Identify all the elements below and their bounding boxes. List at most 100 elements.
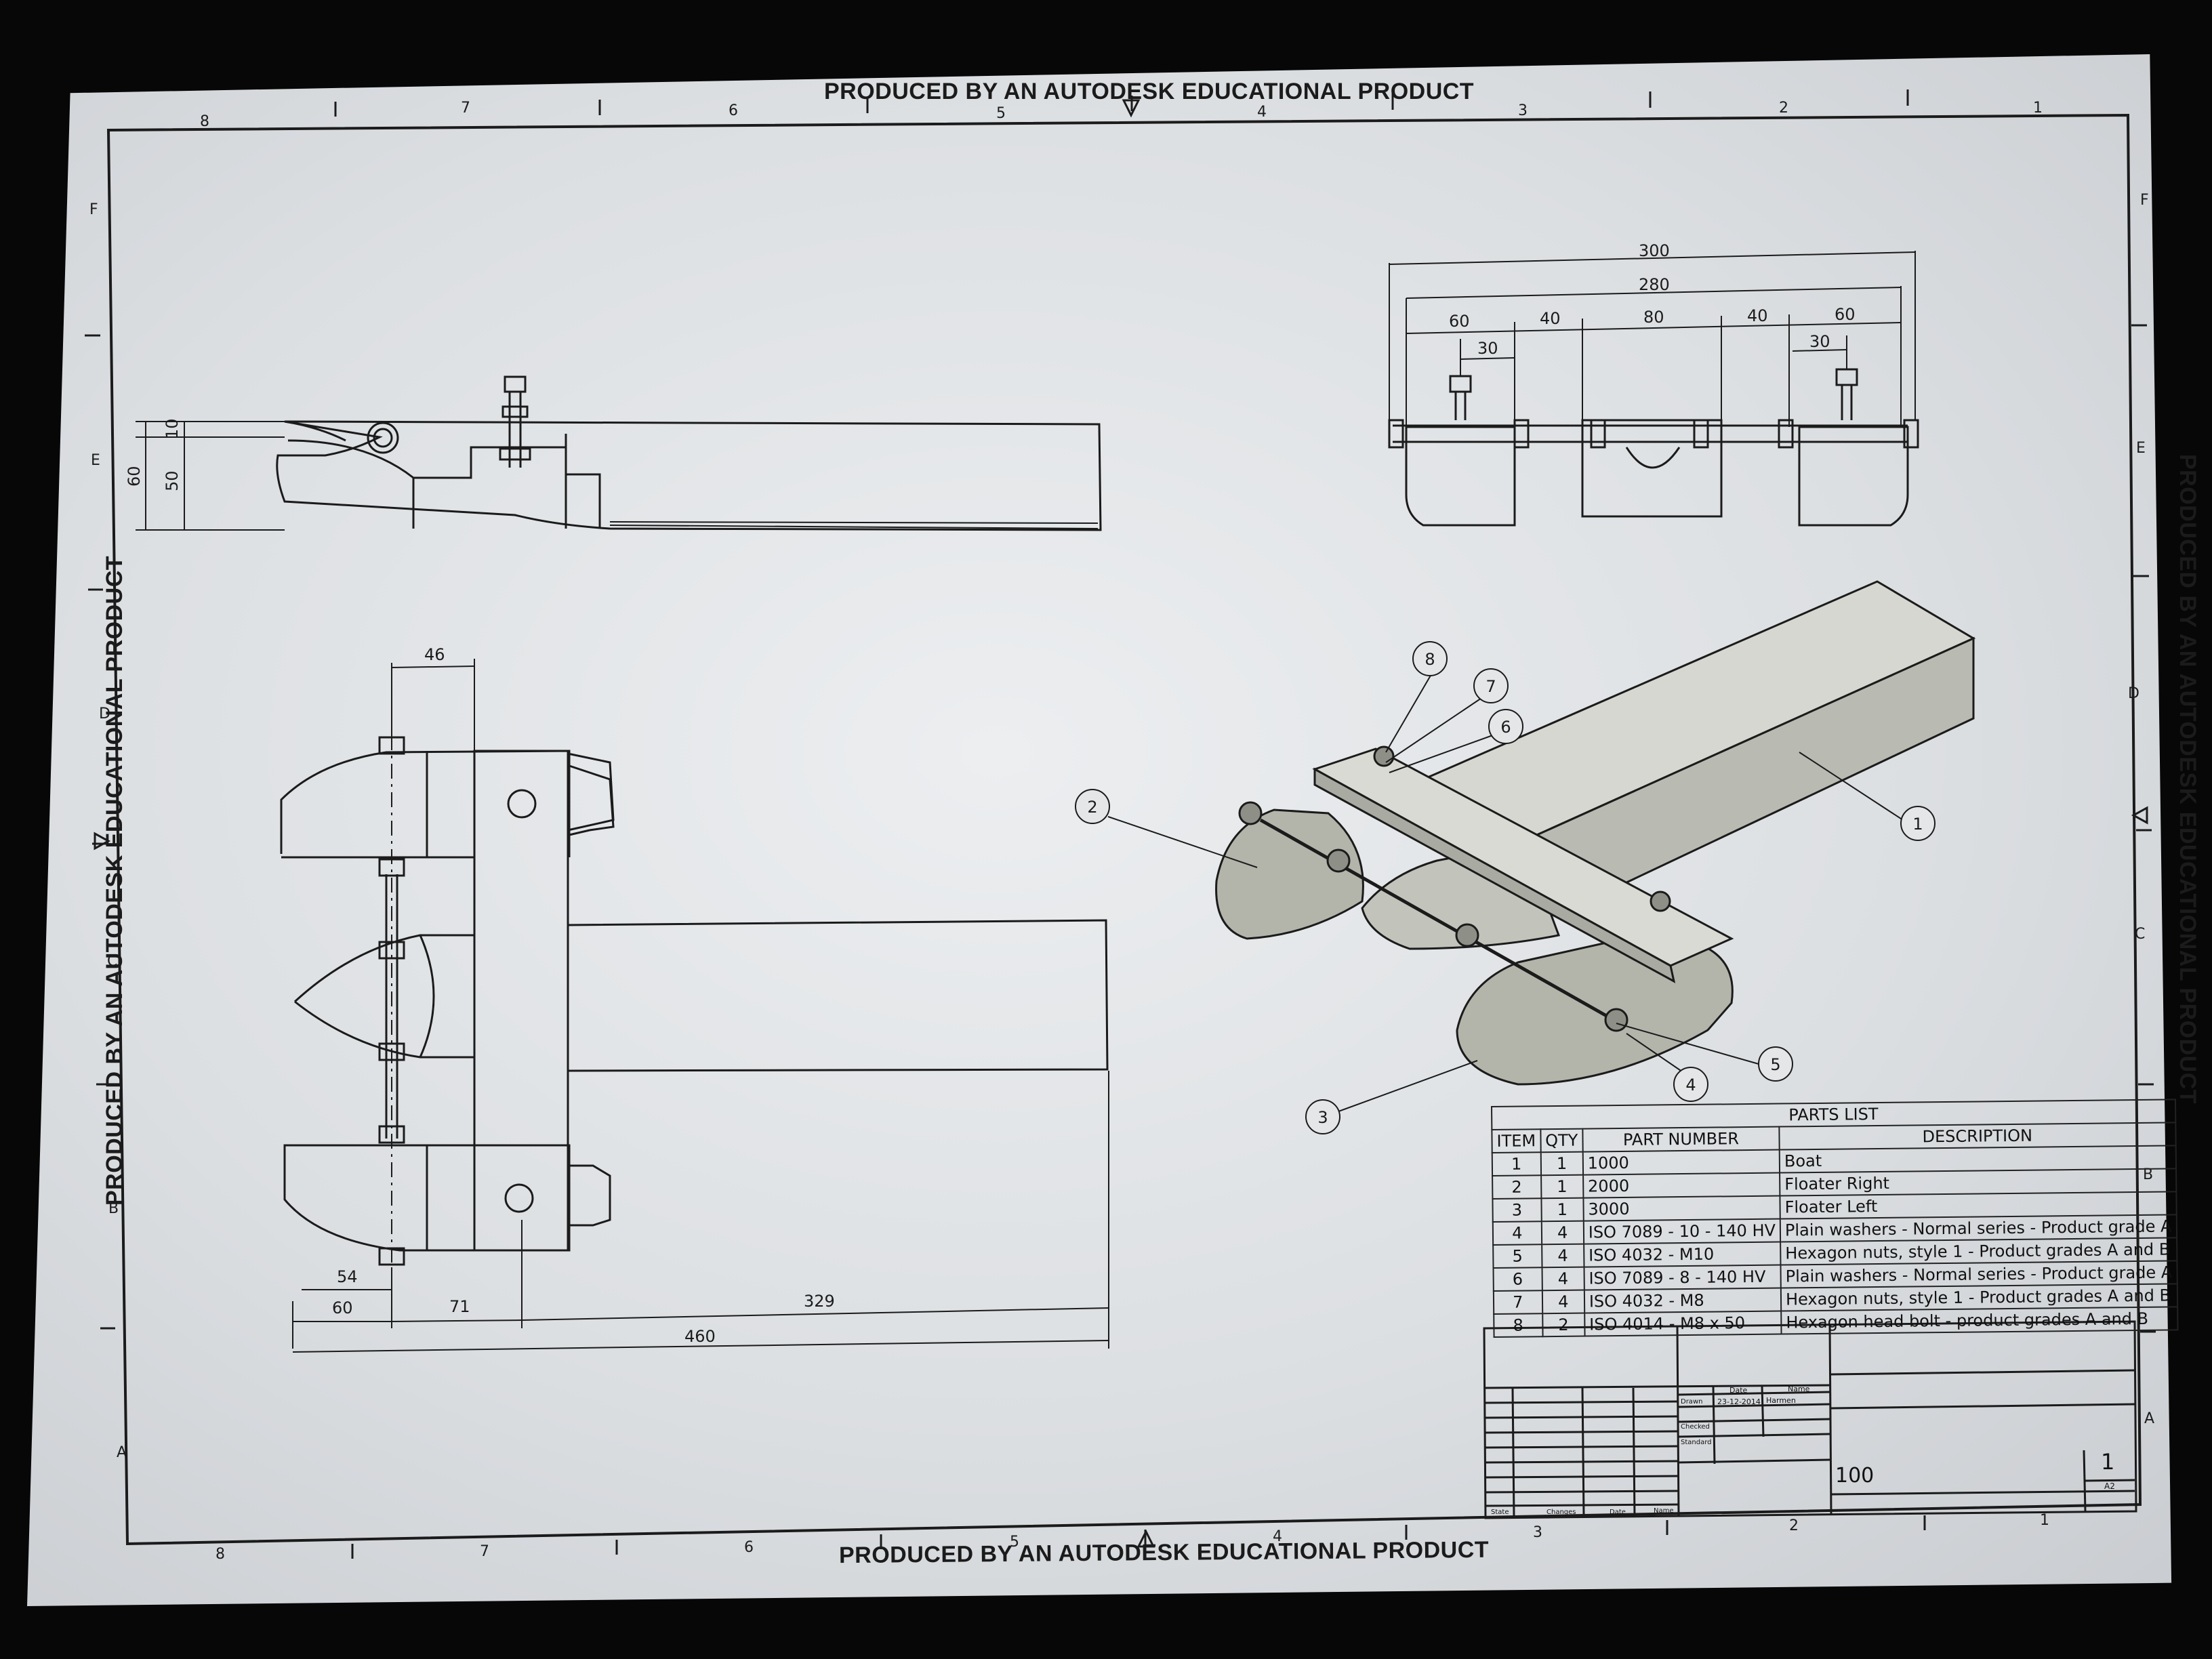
iso-nut xyxy=(1238,801,1263,825)
cell-qty: 1 xyxy=(1540,1151,1583,1176)
title-block-date-label: Date xyxy=(1610,1509,1626,1516)
cell-qty: 4 xyxy=(1541,1221,1584,1245)
pin-circle xyxy=(367,422,399,454)
dim-label: 50 xyxy=(163,470,182,491)
front-rod xyxy=(1393,424,1908,443)
top-view-boat xyxy=(567,919,1109,1072)
zone-row-label: D xyxy=(2128,685,2139,702)
header-part-number: PART NUMBER xyxy=(1582,1126,1780,1152)
pin-circle-inner xyxy=(373,428,393,448)
zone-col-label: 5 xyxy=(996,105,1006,122)
zone-ticks xyxy=(85,89,2156,1559)
hole-upper xyxy=(507,789,537,819)
header-qty: QTY xyxy=(1540,1128,1583,1153)
top-view-bow xyxy=(293,934,474,1059)
balloon-label: 7 xyxy=(1486,677,1496,696)
cell-item: 7 xyxy=(1493,1290,1542,1314)
top-view-plate xyxy=(473,750,569,1252)
centering-mark-left xyxy=(94,832,111,851)
top-view-tab-upper xyxy=(569,764,615,836)
cell-qty: 4 xyxy=(1542,1267,1584,1291)
zone-row-label: C xyxy=(107,953,117,970)
title-block-state-label: State xyxy=(1491,1509,1509,1516)
top-view-divider xyxy=(281,751,474,1250)
isometric-view: 8 7 6 2 1 5 4 3 xyxy=(1075,580,1976,1134)
zone-row-label: A xyxy=(117,1444,127,1461)
title-block-date-header: Date xyxy=(1729,1386,1748,1395)
hex-nut xyxy=(1513,419,1530,449)
top-view-dims xyxy=(292,659,1109,1353)
drawing-sheet xyxy=(27,54,2172,1606)
side-view: 10 50 60 xyxy=(125,375,1102,531)
dim-label: 46 xyxy=(424,645,445,664)
balloons xyxy=(1075,641,1936,1134)
zone-col-label: 1 xyxy=(2033,100,2043,117)
cell-part-number: ISO 4014 - M8 x 50 xyxy=(1584,1311,1782,1336)
top-view-plate-right xyxy=(567,751,615,1250)
centering-mark-top xyxy=(1122,99,1141,118)
hex-nut xyxy=(1388,419,1404,449)
dim-label: 80 xyxy=(1643,308,1664,327)
zone-row-label: A xyxy=(2144,1410,2154,1427)
cell-part-number: 1000 xyxy=(1582,1149,1780,1175)
zone-col-label: 3 xyxy=(1518,102,1528,119)
dim-label: 60 xyxy=(332,1298,353,1317)
dim-label: 30 xyxy=(1477,339,1498,358)
top-view-tab-lower xyxy=(569,1164,611,1227)
zone-col-label: 7 xyxy=(480,1543,489,1560)
parts-list-table: PARTS LIST ITEM QTY PART NUMBER DESCRIPT… xyxy=(1491,1099,2178,1338)
balloon-label: 3 xyxy=(1317,1108,1328,1127)
banner-top: PRODUCED BY AN AUTODESK EDUCATIONAL PROD… xyxy=(824,79,1475,104)
balloon-label: 2 xyxy=(1087,798,1097,817)
hole-lower xyxy=(504,1183,534,1213)
front-boat xyxy=(1581,419,1723,518)
iso-crossbar-side xyxy=(1313,767,1676,983)
dim-label: 60 xyxy=(1449,312,1470,331)
hex-nut xyxy=(1693,419,1709,449)
title-block-checked-label: Checked xyxy=(1681,1423,1710,1431)
zone-col-label: 4 xyxy=(1257,104,1267,121)
bolt-nuts xyxy=(378,736,405,1266)
hex-nut xyxy=(1903,419,1919,449)
drawing-number: 100 xyxy=(1835,1464,1875,1488)
sheet-number: 1 xyxy=(2101,1449,2115,1475)
dim-label: 10 xyxy=(163,418,182,439)
banner-left: PRODUCED BY AN AUTODESK EDUCATIONAL PROD… xyxy=(102,555,128,1206)
cell-part-number: 3000 xyxy=(1583,1195,1780,1221)
dim-label: 40 xyxy=(1540,309,1561,328)
side-view-wedge xyxy=(284,420,414,479)
title-block-standard-label: Standard xyxy=(1681,1439,1712,1446)
balloon-label: 6 xyxy=(1500,718,1511,737)
zone-col-label: 8 xyxy=(200,113,209,130)
front-float-right xyxy=(1798,426,1909,527)
cell-part-number: 2000 xyxy=(1582,1172,1780,1198)
banner-right: PRODUCED BY AN AUTODESK EDUCATIONAL PROD… xyxy=(2175,453,2201,1105)
iso-bolt-head xyxy=(1650,890,1671,912)
zone-col-label: 6 xyxy=(729,102,738,119)
hex-nut xyxy=(1778,419,1794,449)
balloon-label: 4 xyxy=(1685,1076,1696,1094)
bolt-rod xyxy=(385,874,398,1139)
cell-item: 6 xyxy=(1493,1267,1542,1291)
dim-label: 71 xyxy=(449,1297,470,1316)
cell-description: Hexagon head bolt - product grades A and… xyxy=(1781,1307,2178,1334)
cell-qty: 2 xyxy=(1542,1313,1585,1337)
zone-col-label: 7 xyxy=(461,100,470,117)
zone-col-label: 8 xyxy=(216,1546,225,1563)
cell-item: 4 xyxy=(1492,1221,1542,1245)
balloon-leaders xyxy=(1107,674,1904,1112)
zone-row-label: E xyxy=(2136,440,2146,457)
cell-part-number: ISO 7089 - 10 - 140 HV xyxy=(1583,1218,1781,1244)
zone-row-label: B xyxy=(2143,1166,2153,1183)
top-view-float-lower xyxy=(283,1144,571,1252)
front-bolt-left xyxy=(1449,375,1472,420)
front-boat-arch xyxy=(1625,447,1681,469)
front-dims xyxy=(1389,251,1916,427)
zone-labels: 8 7 6 5 4 3 2 1 8 7 6 5 4 3 2 1 F E D C … xyxy=(89,100,2154,1563)
balloon-label: 5 xyxy=(1770,1055,1780,1074)
dim-label: 300 xyxy=(1639,241,1670,260)
dim-label: 30 xyxy=(1809,332,1830,351)
title-block-name-header: Name xyxy=(1788,1385,1810,1393)
dim-label: 60 xyxy=(125,466,144,487)
